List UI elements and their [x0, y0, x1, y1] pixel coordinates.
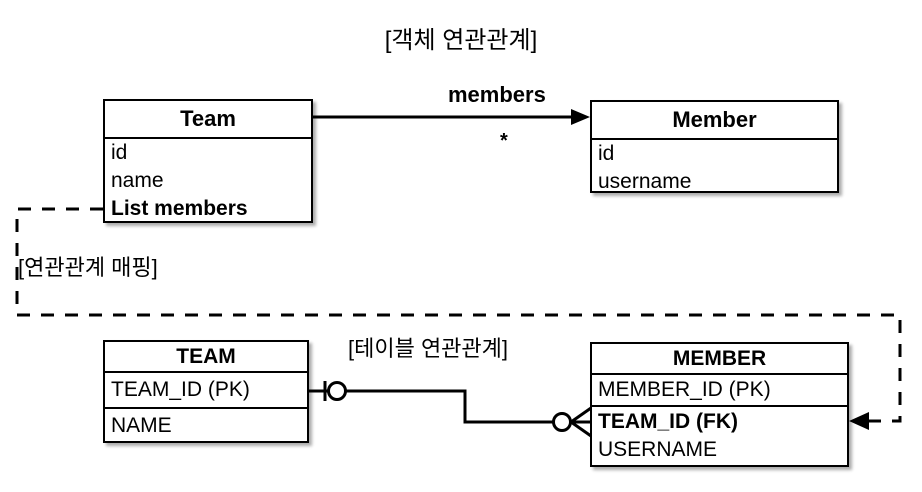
- class-field-team-id: id: [111, 141, 128, 164]
- crowfoot-relation-team-member: [309, 381, 553, 424]
- table-box-team: TEAM TEAM_ID (PK) NAME: [103, 340, 309, 443]
- class-field-member-id: id: [598, 142, 615, 165]
- crowfoot-optional-circle-team-side: [327, 381, 347, 401]
- association-arrow-team-to-member: [313, 109, 590, 125]
- association-multiplicity-label: *: [500, 130, 508, 152]
- class-box-team: Team id name List members: [103, 99, 313, 223]
- table-column-team-id-pk: TEAM_ID (PK): [111, 378, 250, 401]
- class-field-team-name: name: [111, 169, 164, 192]
- table-column-member-team-id-fk: TEAM_ID (FK): [592, 405, 847, 435]
- table-relation-section-label: [테이블 연관관계]: [348, 336, 509, 361]
- table-column-member-username: USERNAME: [598, 438, 718, 461]
- class-field-member-username: username: [598, 170, 692, 193]
- crowfoot-many-prongs: [570, 406, 592, 438]
- table-column-member-id-pk: MEMBER_ID (PK): [598, 378, 771, 401]
- table-name-team: TEAM: [105, 342, 307, 373]
- mapping-section-label: [연관관계 매핑]: [18, 255, 158, 280]
- class-name-team: Team: [105, 101, 311, 139]
- class-name-member: Member: [592, 102, 837, 140]
- mapping-arrowhead: [849, 412, 869, 430]
- class-field-team-members: List members: [111, 197, 248, 220]
- association-role-label: members: [448, 82, 546, 107]
- class-box-member: Member id username: [590, 100, 839, 193]
- crowfoot-optional-circle-member-side: [552, 412, 572, 432]
- page-title: [객체 연관관계]: [384, 27, 538, 54]
- table-column-team-name: NAME: [105, 407, 307, 441]
- table-name-member: MEMBER: [592, 344, 847, 375]
- table-box-member: MEMBER MEMBER_ID (PK) TEAM_ID (FK) USERN…: [590, 342, 849, 467]
